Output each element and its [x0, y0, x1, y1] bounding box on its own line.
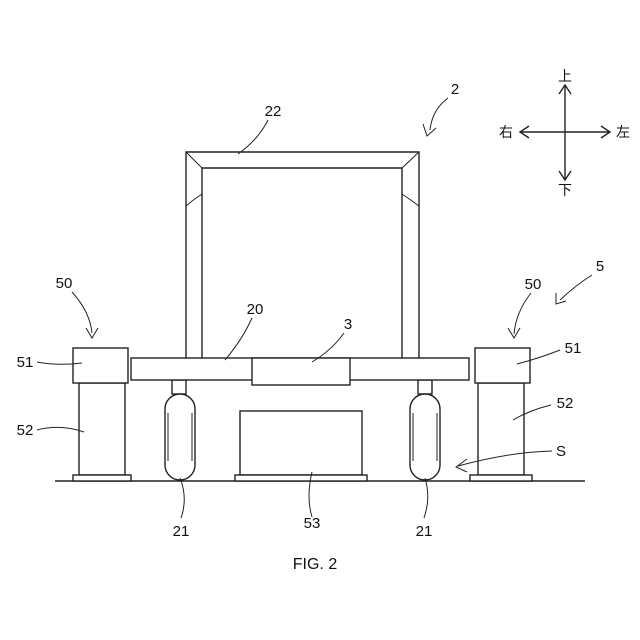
frame-corner-left — [186, 152, 202, 168]
leader-apparatus — [430, 98, 448, 130]
frame-outer — [186, 152, 419, 358]
label-station-right: 50 — [525, 276, 542, 293]
leader-wheel-right — [424, 478, 428, 518]
station-left — [73, 348, 131, 481]
frame-corner-right — [402, 152, 419, 168]
leader-base — [225, 318, 252, 360]
label-wheel-left: 21 — [173, 523, 190, 540]
arrowhead-apparatus — [423, 124, 436, 136]
frame-joint-right — [402, 194, 419, 206]
figure-caption: FIG. 2 — [293, 556, 338, 573]
label-space: S — [556, 443, 566, 460]
platform-foot — [235, 475, 367, 481]
leader-wheel-left — [180, 478, 184, 518]
label-base: 20 — [247, 301, 264, 318]
label-station-group: 5 — [596, 258, 604, 275]
direction-up-label: 上 — [558, 69, 572, 85]
label-center-unit: 3 — [344, 316, 352, 333]
center-unit — [252, 358, 350, 385]
direction-left-label: 左 — [616, 125, 630, 141]
wheel-left — [165, 394, 195, 480]
frame-inner — [202, 168, 402, 358]
leader-frame-top — [238, 120, 268, 154]
label-platform: 53 — [304, 515, 321, 532]
label-frame-top: 22 — [265, 103, 282, 120]
label-apparatus: 2 — [451, 81, 459, 98]
direction-right-label: 右 — [499, 125, 513, 141]
head-right — [475, 348, 530, 383]
frame-joint-left — [186, 194, 202, 206]
label-head-left: 51 — [17, 354, 34, 371]
leader-station-group — [560, 275, 592, 300]
axle-support-left — [172, 380, 186, 394]
gantry-frame — [186, 152, 419, 358]
direction-compass: 上 下 右 左 — [499, 69, 630, 199]
platform-body — [240, 411, 362, 475]
direction-down-label: 下 — [558, 183, 572, 199]
post-left — [79, 383, 125, 475]
label-wheel-right: 21 — [416, 523, 433, 540]
leader-station-left — [72, 292, 92, 333]
label-post-right: 52 — [557, 395, 574, 412]
head-left — [73, 348, 128, 383]
label-post-left: 52 — [17, 422, 34, 439]
post-left-foot — [73, 475, 131, 481]
wheel-right — [410, 394, 440, 480]
axle-support-right — [418, 380, 432, 394]
post-right-foot — [470, 475, 532, 481]
post-right — [478, 383, 524, 475]
leader-station-right — [514, 293, 531, 334]
label-head-right: 51 — [565, 340, 582, 357]
leader-post-left — [37, 427, 84, 432]
label-station-left: 50 — [56, 275, 73, 292]
